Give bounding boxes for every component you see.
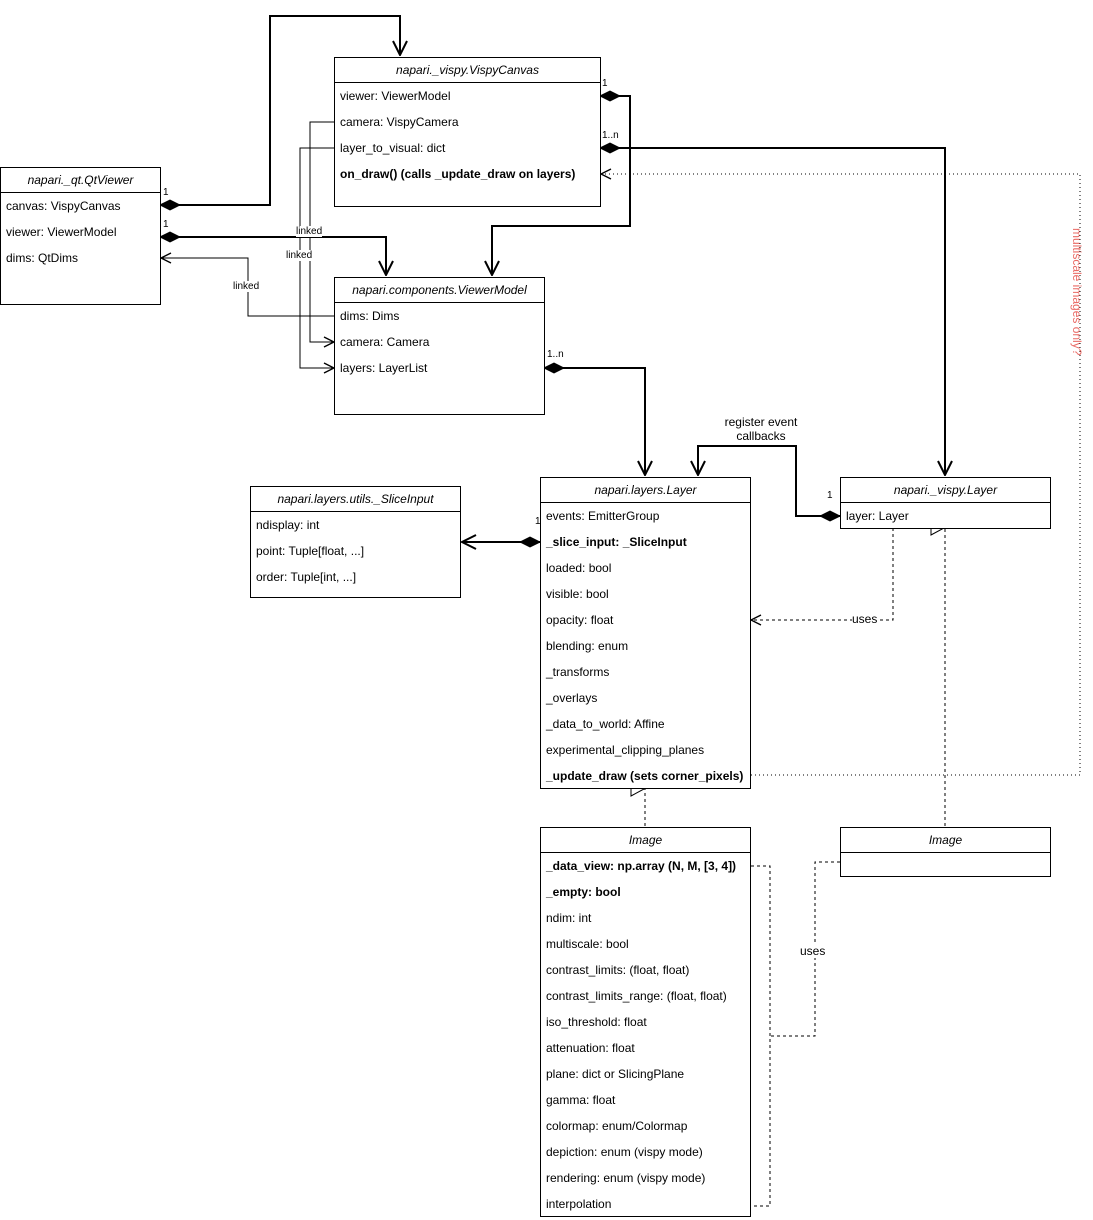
class-attribute: plane: dict or SlicingPlane bbox=[546, 1067, 685, 1081]
class-attribute: attenuation: float bbox=[546, 1041, 635, 1055]
class-title: napari.layers.Layer bbox=[541, 478, 750, 503]
class-title: napari.layers.utils._SliceInput bbox=[251, 487, 460, 512]
class-attribute: viewer: ViewerModel bbox=[340, 89, 451, 103]
class-attribute: point: Tuple[float, ...] bbox=[256, 544, 365, 558]
class-title: Image bbox=[541, 828, 750, 853]
class-attribute: ndim: int bbox=[546, 911, 592, 925]
edge-qtviewer-viewer bbox=[160, 237, 386, 275]
class-attribute: events: EmitterGroup bbox=[546, 509, 660, 523]
class-title: napari._vispy.VispyCanvas bbox=[335, 58, 600, 83]
class-attribute: depiction: enum (vispy mode) bbox=[546, 1145, 703, 1159]
class-attribute: loaded: bool bbox=[546, 561, 612, 575]
class-title: napari.components.ViewerModel bbox=[335, 278, 544, 303]
class-title: Image bbox=[841, 828, 1050, 853]
class-attribute: _slice_input: _SliceInput bbox=[546, 535, 687, 549]
class-slice-input: napari.layers.utils._SliceInput ndisplay… bbox=[250, 486, 461, 598]
class-attribute: ndisplay: int bbox=[256, 518, 320, 532]
class-vispy-image: Image bbox=[840, 827, 1051, 877]
edge-viewermodel-layers bbox=[544, 368, 645, 475]
class-attribute: iso_threshold: float bbox=[546, 1015, 647, 1029]
bracket-image bbox=[751, 865, 771, 1207]
linked-label: linked bbox=[286, 250, 313, 261]
multiplicity-label: 1 bbox=[602, 78, 608, 89]
class-title: napari._vispy.Layer bbox=[841, 478, 1050, 503]
class-attribute: order: Tuple[int, ...] bbox=[256, 570, 357, 584]
class-attribute: _overlays bbox=[546, 691, 598, 705]
class-layer: napari.layers.Layer events: EmitterGroup… bbox=[540, 477, 751, 789]
multiplicity-label: 1..n bbox=[602, 130, 619, 141]
uses-label: uses bbox=[852, 612, 878, 626]
class-image: Image _data_view: np.array (N, M, [3, 4]… bbox=[540, 827, 751, 1217]
edge-vispylayer-layer bbox=[698, 445, 840, 516]
class-attribute: visible: bool bbox=[546, 587, 609, 601]
class-attribute: _data_to_world: Affine bbox=[546, 717, 665, 731]
class-attribute: gamma: float bbox=[546, 1093, 616, 1107]
class-attribute: layer: Layer bbox=[846, 509, 909, 523]
class-attribute: blending: enum bbox=[546, 639, 629, 653]
class-attribute: contrast_limits_range: (float, float) bbox=[546, 989, 727, 1003]
class-method: _update_draw (sets corner_pixels) bbox=[546, 769, 744, 783]
class-title: napari._qt.QtViewer bbox=[1, 168, 160, 193]
edge-uses-layer bbox=[751, 528, 894, 620]
register-callbacks-label: register event callbacks bbox=[716, 415, 806, 443]
edge-canvas-vispylayer bbox=[600, 148, 945, 475]
linked-label: linked bbox=[296, 226, 323, 237]
class-attribute: interpolation bbox=[546, 1197, 612, 1211]
class-attribute: multiscale: bool bbox=[546, 937, 629, 951]
multiplicity-label: 1 bbox=[163, 219, 169, 230]
class-attribute: rendering: enum (vispy mode) bbox=[546, 1171, 706, 1185]
class-attribute: layers: LayerList bbox=[340, 361, 428, 375]
register-callbacks-text: register event callbacks bbox=[724, 415, 798, 443]
class-attribute: _data_view: np.array (N, M, [3, 4]) bbox=[546, 859, 737, 873]
class-attribute: contrast_limits: (float, float) bbox=[546, 963, 690, 977]
class-viewer-model: napari.components.ViewerModel dims: Dims… bbox=[334, 277, 545, 415]
class-attribute: canvas: VispyCanvas bbox=[6, 199, 121, 213]
class-attribute: opacity: float bbox=[546, 613, 614, 627]
edge-qtviewer-canvas bbox=[160, 15, 400, 205]
class-attribute: _transforms bbox=[546, 665, 610, 679]
class-attribute: layer_to_visual: dict bbox=[340, 141, 446, 155]
class-attribute: dims: QtDims bbox=[6, 251, 78, 265]
class-attribute: camera: Camera bbox=[340, 335, 430, 349]
multiplicity-label: 1..n bbox=[547, 349, 564, 360]
class-attribute: dims: Dims bbox=[340, 309, 400, 323]
multiplicity-label: 1 bbox=[163, 187, 169, 198]
class-vispy-layer: napari._vispy.Layer layer: Layer bbox=[840, 477, 1051, 529]
multiplicity-label: 1 bbox=[827, 490, 833, 501]
class-attribute: viewer: ViewerModel bbox=[6, 225, 117, 239]
linked-label: linked bbox=[233, 281, 260, 292]
class-qt-viewer: napari._qt.QtViewer canvas: VispyCanvas … bbox=[0, 167, 161, 305]
class-attribute: _empty: bool bbox=[546, 885, 621, 899]
multiplicity-label: 1 bbox=[535, 516, 541, 527]
class-attribute: camera: VispyCamera bbox=[340, 115, 459, 129]
class-method: on_draw() (calls _update_draw on layers) bbox=[340, 167, 576, 181]
class-attribute: experimental_clipping_planes bbox=[546, 743, 705, 757]
edge-uses-image bbox=[770, 861, 840, 1037]
multiscale-note: multiscale images only? bbox=[1070, 228, 1084, 356]
class-vispy-canvas: napari._vispy.VispyCanvas viewer: Viewer… bbox=[334, 57, 601, 207]
uses-label: uses bbox=[800, 944, 826, 958]
class-attribute: colormap: enum/Colormap bbox=[546, 1119, 688, 1133]
edge-multiscale-note bbox=[601, 174, 1081, 776]
